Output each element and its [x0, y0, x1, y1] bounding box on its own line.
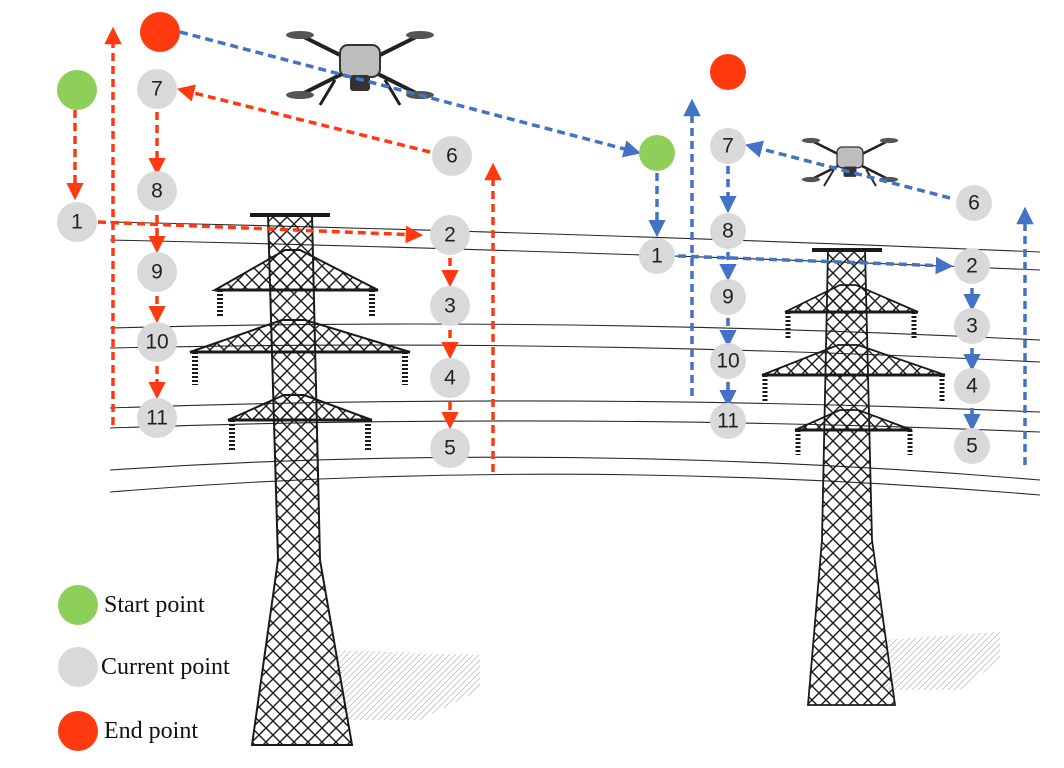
left-route-point-label: 11	[146, 407, 168, 430]
tower-shadow	[880, 632, 1000, 690]
left-route-point-label: 3	[444, 295, 456, 318]
right-route-point-label: 4	[966, 375, 978, 398]
legend: Start point Current point End point	[58, 585, 230, 751]
right-route-point-label: 9	[722, 286, 734, 309]
right-route-point-label: 10	[716, 350, 739, 373]
start-point	[639, 135, 675, 171]
legend-start-label: Start point	[104, 592, 205, 618]
legend-end-swatch	[58, 711, 98, 751]
right-route-point-10	[710, 343, 746, 379]
right-route-point-1	[639, 238, 675, 274]
left-route-points: 1 2 3 4 5 6 7 8 9 10 11	[57, 69, 472, 468]
right-route-point-label: 8	[722, 220, 734, 243]
legend-end-label: End point	[104, 718, 198, 744]
right-route-point-3	[954, 308, 990, 344]
right-route-point-label: 6	[968, 192, 980, 215]
left-route-point-3	[430, 286, 470, 326]
left-route-point-7	[137, 69, 177, 109]
right-route-point-2	[954, 248, 990, 284]
right-route-point-label: 5	[966, 435, 978, 458]
left-route-point-9	[137, 252, 177, 292]
left-route-point-label: 10	[145, 331, 168, 354]
left-route-point-label: 2	[444, 224, 456, 247]
end-point	[140, 12, 180, 52]
right-route-point-11	[710, 403, 746, 439]
left-route-point-label: 6	[446, 145, 458, 168]
left-route-point-6	[432, 136, 472, 176]
right-route-point-7	[710, 128, 746, 164]
right-route-points: 1 2 3 4 5 6 7 8 9 10 11	[639, 128, 992, 464]
left-route-point-label: 5	[444, 437, 456, 460]
left-route-point-10	[137, 322, 177, 362]
right-route-point-8	[710, 213, 746, 249]
right-route-point-label: 3	[966, 315, 978, 338]
right-route-point-label: 2	[966, 255, 978, 278]
left-route-point-label: 4	[444, 367, 456, 390]
right-route-point-label: 7	[722, 135, 734, 158]
legend-start-swatch	[58, 585, 98, 625]
left-route-point-label: 1	[71, 211, 83, 234]
left-route-point-label: 8	[151, 180, 163, 203]
right-route-paths	[179, 30, 1034, 465]
start-point	[57, 70, 97, 110]
transmission-tower-icon	[761, 248, 946, 706]
right-route-point-5	[954, 428, 990, 464]
transmission-tower-icon	[189, 213, 411, 746]
left-route-point-11	[137, 398, 177, 438]
left-route-point-8	[137, 171, 177, 211]
legend-current-swatch	[58, 647, 98, 687]
left-route-point-2	[430, 215, 470, 255]
left-route-point-4	[430, 358, 470, 398]
drone-icon	[801, 137, 899, 187]
left-route-paths	[66, 26, 502, 472]
end-point	[710, 54, 746, 90]
left-route-point-5	[430, 428, 470, 468]
right-route-point-4	[954, 368, 990, 404]
right-route-point-9	[710, 279, 746, 315]
left-route-point-label: 7	[151, 78, 163, 101]
right-route-point-label: 1	[651, 245, 663, 268]
tower-shadow	[330, 650, 480, 720]
right-route-point-6	[956, 185, 992, 221]
right-route-point-label: 11	[717, 410, 739, 433]
left-route-point-1	[57, 202, 97, 242]
legend-current-label: Current point	[101, 654, 230, 680]
left-route-point-label: 9	[151, 261, 163, 284]
